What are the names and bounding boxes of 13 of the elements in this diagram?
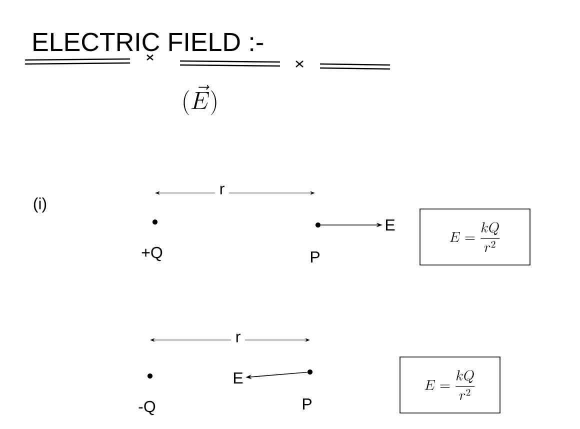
point-label: -Q <box>138 400 156 416</box>
formula-box: $E = \frac{kQ}{r^2}$ <box>400 356 500 414</box>
formula-box: $E = \frac{kQ}{r^2}$ <box>420 208 530 266</box>
item-number: (i) <box>34 198 46 212</box>
field-label: E <box>386 220 395 230</box>
point-label: P <box>310 252 320 262</box>
point-label: +Q <box>142 246 162 262</box>
field-label: E <box>234 372 243 384</box>
distance-label: r <box>236 334 240 342</box>
title: ELECTRIC FIELD :- <box>34 32 263 52</box>
distance-label: r <box>220 186 224 194</box>
symbol-label: $(\vec{E})$ <box>184 84 216 116</box>
point-label: P <box>302 398 312 410</box>
